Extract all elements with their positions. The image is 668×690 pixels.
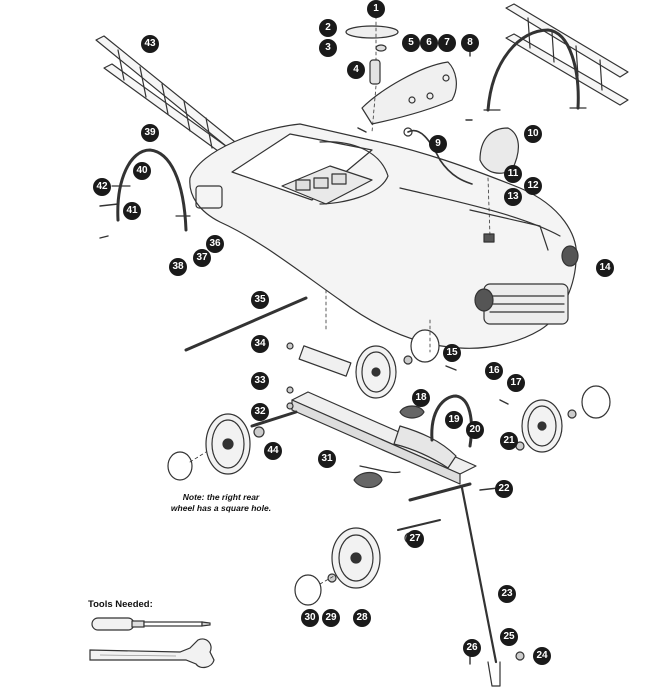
screwdriver-icon (91, 617, 211, 631)
callout-11: 11 (504, 165, 522, 183)
steering-collar (375, 44, 387, 52)
callout-37: 37 (193, 249, 211, 267)
callout-4: 4 (347, 61, 365, 79)
callout-2: 2 (319, 19, 337, 37)
steering-rod (460, 486, 498, 664)
callout-24: 24 (533, 647, 551, 665)
tools-needed-title: Tools Needed: (88, 599, 153, 610)
bell-cable (407, 129, 473, 185)
left-ladder (95, 35, 249, 168)
note-line-1: Note: the right rear (182, 492, 260, 502)
callout-35: 35 (251, 291, 269, 309)
callout-7: 7 (438, 34, 456, 52)
callout-15: 15 (443, 344, 461, 362)
callout-8: 8 (461, 34, 479, 52)
callout-3: 3 (319, 39, 337, 57)
steering-column (369, 59, 381, 85)
callout-5: 5 (402, 34, 420, 52)
callout-28: 28 (353, 609, 371, 627)
steering-wheel (345, 25, 399, 39)
callout-22: 22 (495, 480, 513, 498)
hub-cap-front-left (294, 574, 322, 606)
callout-25: 25 (500, 628, 518, 646)
callout-16: 16 (485, 362, 503, 380)
callout-6: 6 (420, 34, 438, 52)
hub-cap-front-right (581, 385, 611, 419)
hub-cap-rear-left (167, 451, 193, 481)
callout-18: 18 (412, 389, 430, 407)
callout-27: 27 (406, 530, 424, 548)
callout-42: 42 (93, 178, 111, 196)
callout-34: 34 (251, 335, 269, 353)
callout-12: 12 (524, 177, 542, 195)
callout-30: 30 (301, 609, 319, 627)
callout-40: 40 (133, 162, 151, 180)
adjustable-wrench-icon (89, 638, 215, 669)
note-line-2: wheel has a square hole. (170, 502, 272, 513)
callout-29: 29 (322, 609, 340, 627)
front-axle (408, 482, 472, 502)
callout-39: 39 (141, 124, 159, 142)
front-right-wheel (521, 399, 563, 453)
callout-9: 9 (429, 135, 447, 153)
callout-19: 19 (445, 411, 463, 429)
rear-left-wheel (205, 413, 251, 475)
callout-36: 36 (206, 235, 224, 253)
callout-33: 33 (251, 372, 269, 390)
car-body (189, 123, 579, 349)
dashboard (361, 61, 457, 125)
chassis-frame (250, 345, 477, 489)
front-left-wheel (331, 527, 381, 589)
callout-41: 41 (123, 202, 141, 220)
hub-cap-rear-right (410, 329, 440, 363)
square-hole-note: Note: the right rear wheel has a square … (162, 492, 280, 513)
callout-1: 1 (367, 0, 385, 18)
callout-44: 44 (264, 442, 282, 460)
callout-32: 32 (251, 403, 269, 421)
callout-14: 14 (596, 259, 614, 277)
callout-13: 13 (504, 188, 522, 206)
callout-26: 26 (463, 639, 481, 657)
callout-20: 20 (466, 421, 484, 439)
callout-31: 31 (318, 450, 336, 468)
right-ladder-bracket (486, 28, 580, 112)
rear-axle (184, 296, 308, 352)
callout-21: 21 (500, 432, 518, 450)
seat (479, 127, 519, 174)
callout-17: 17 (507, 374, 525, 392)
callout-10: 10 (524, 125, 542, 143)
callout-43: 43 (141, 35, 159, 53)
callout-23: 23 (498, 585, 516, 603)
right-ladder (505, 3, 629, 106)
rear-right-wheel (355, 345, 397, 399)
callout-38: 38 (169, 258, 187, 276)
